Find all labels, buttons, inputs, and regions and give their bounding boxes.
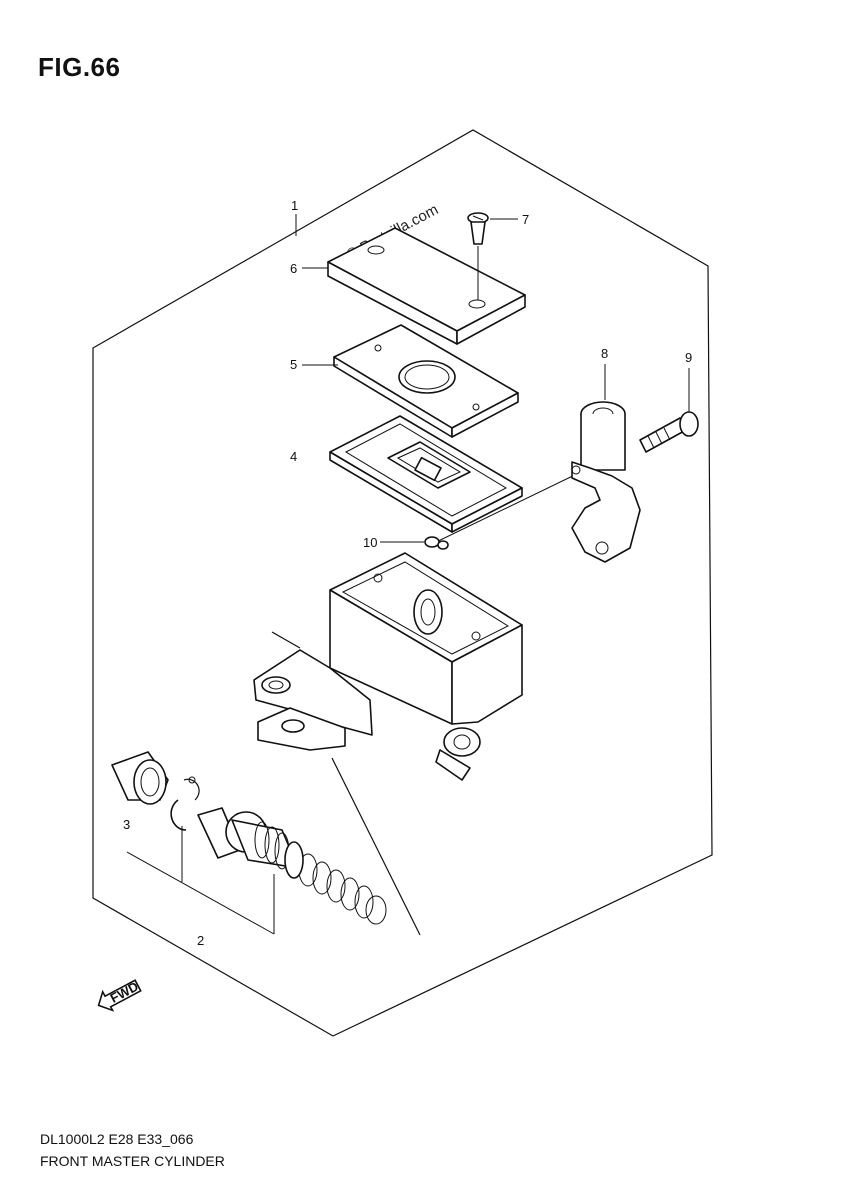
guide-line-ear [271,631,301,649]
footer-name: FRONT MASTER CYLINDER [40,1153,225,1169]
part-3-boot [111,751,200,831]
callout-1: 1 [291,198,298,213]
fwd-arrow-icon: FWD [97,979,142,1012]
master-cylinder-body [253,552,523,781]
callout-3: 3 [123,817,130,832]
guide-line-lower [331,757,421,936]
callout-2: 2 [197,933,204,948]
footer: DL1000L2 E28 E33_066 FRONT MASTER CYLIND… [40,1128,225,1172]
part-5-diaphragm-plate [333,324,519,438]
assembly-outline [92,129,713,1037]
guide-line-center [429,469,586,546]
callout-6: 6 [290,261,297,276]
callout-10: 10 [363,535,377,550]
callout-4: 4 [290,449,297,464]
footer-code: DL1000L2 E28 E33_066 [40,1131,194,1147]
callout-7: 7 [522,212,529,227]
part-9-bolt [639,368,699,453]
part-8-clamp [571,401,641,563]
part-2-bracket [126,826,275,935]
callout-9: 9 [685,350,692,365]
figure-title: FIG.66 [38,52,121,82]
part-4-diaphragm [329,415,523,533]
callout-8: 8 [601,346,608,361]
part-10-o-ring [424,536,449,550]
part-7-screw [467,212,489,300]
piston-and-spring [197,807,387,925]
fwd-label: FWD [108,979,141,1006]
callout-5: 5 [290,357,297,372]
part-6-reservoir-cap [327,227,526,345]
